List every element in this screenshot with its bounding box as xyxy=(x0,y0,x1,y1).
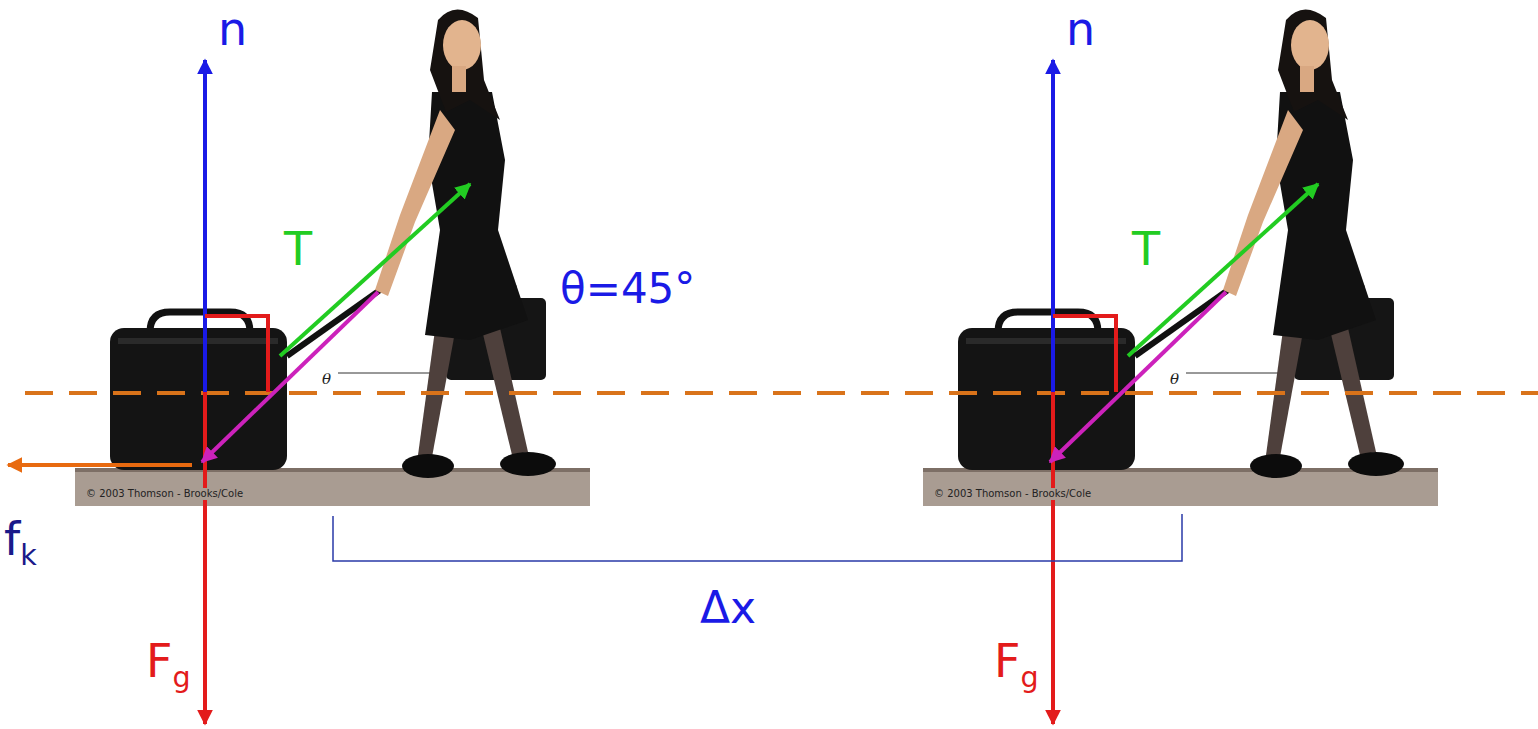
force-label: n xyxy=(1066,6,1095,52)
symbol-main: F xyxy=(146,634,172,688)
right-scene xyxy=(923,9,1438,506)
tension-component-arrow xyxy=(1050,292,1226,462)
gravity-arrow xyxy=(1051,392,1055,724)
angle-symbol: θ xyxy=(1170,372,1179,387)
force-label: fk xyxy=(4,516,37,562)
force-label: n xyxy=(218,6,247,52)
angle-value: θ=45° xyxy=(560,268,695,310)
normal-force-arrow xyxy=(1051,60,1055,392)
force-label: T xyxy=(284,226,312,272)
symbol-subscript: g xyxy=(1020,661,1038,694)
left-scene xyxy=(75,9,590,506)
symbol-main: f xyxy=(4,512,20,566)
right-angle-mark xyxy=(1053,316,1116,392)
symbol-subscript: k xyxy=(20,539,37,572)
force-label: Fg xyxy=(146,638,191,684)
gravity-arrow xyxy=(203,392,207,724)
angle-symbol: θ xyxy=(322,372,331,387)
symbol-main: F xyxy=(994,634,1020,688)
symbol-subscript: g xyxy=(172,661,190,694)
friction-arrow xyxy=(8,463,192,467)
force-label: T xyxy=(1132,226,1160,272)
force-label: Fg xyxy=(994,638,1039,684)
dashed-reference-line xyxy=(25,391,1538,395)
copyright-notice: © 2003 Thomson - Brooks/Cole xyxy=(84,488,245,500)
tension-arrow xyxy=(1128,184,1318,356)
displacement-bracket xyxy=(333,514,1182,561)
copyright-notice: © 2003 Thomson - Brooks/Cole xyxy=(932,488,1093,500)
displacement-label: Δx xyxy=(700,586,756,630)
normal-force-arrow xyxy=(203,60,207,392)
right-angle-mark xyxy=(205,316,268,392)
tension-arrow xyxy=(280,184,470,356)
tension-component-arrow xyxy=(202,292,378,462)
